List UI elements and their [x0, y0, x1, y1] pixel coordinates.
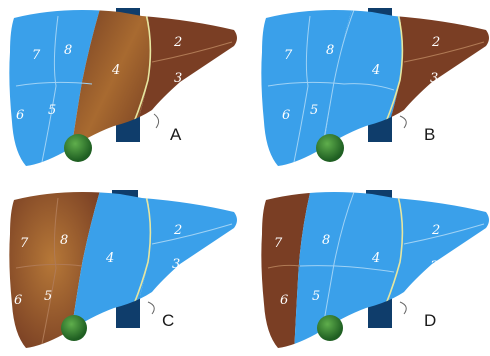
- panel-d: 7 8 4 2 3 6 5 D: [254, 184, 490, 354]
- gallbladder: [317, 315, 343, 341]
- gallbladder: [61, 315, 87, 341]
- segment-7: 7: [284, 48, 293, 63]
- segment-7: 7: [32, 48, 41, 63]
- segment-6: 6: [282, 108, 290, 123]
- segment-2: 2: [173, 223, 182, 238]
- segment-3: 3: [172, 257, 180, 272]
- segment-5: 5: [48, 103, 56, 118]
- panel-label-c: C: [162, 311, 174, 330]
- segment-2: 2: [173, 35, 182, 50]
- segment-7: 7: [274, 236, 283, 251]
- segment-3: 3: [430, 71, 438, 86]
- segment-4: 4: [111, 63, 120, 78]
- segment-5: 5: [312, 289, 320, 304]
- segment-8: 8: [64, 43, 72, 58]
- segment-2: 2: [431, 223, 440, 238]
- segment-6: 6: [16, 108, 24, 123]
- segment-2: 2: [431, 35, 440, 50]
- panel-label-b: B: [424, 125, 435, 144]
- panel-b: 7 8 4 2 3 6 5 B: [254, 2, 490, 172]
- panel-a: 7 8 4 2 3 6 5 A: [2, 2, 242, 172]
- segment-7: 7: [20, 236, 29, 251]
- segment-5: 5: [44, 289, 52, 304]
- segment-4: 4: [371, 251, 380, 266]
- gallbladder: [64, 134, 92, 162]
- segment-8: 8: [60, 233, 68, 248]
- segment-6: 6: [280, 293, 288, 308]
- segment-3: 3: [174, 71, 182, 86]
- segment-5: 5: [310, 103, 318, 118]
- segment-3: 3: [430, 259, 438, 274]
- segment-4: 4: [105, 251, 114, 266]
- segment-6: 6: [14, 293, 22, 308]
- panel-label-d: D: [424, 311, 436, 330]
- gallbladder: [316, 134, 344, 162]
- segment-4: 4: [371, 63, 380, 78]
- segment-8: 8: [322, 233, 330, 248]
- panel-label-a: A: [170, 125, 182, 144]
- panel-c: 7 8 4 2 3 6 5 C: [2, 184, 242, 354]
- segment-8: 8: [326, 43, 334, 58]
